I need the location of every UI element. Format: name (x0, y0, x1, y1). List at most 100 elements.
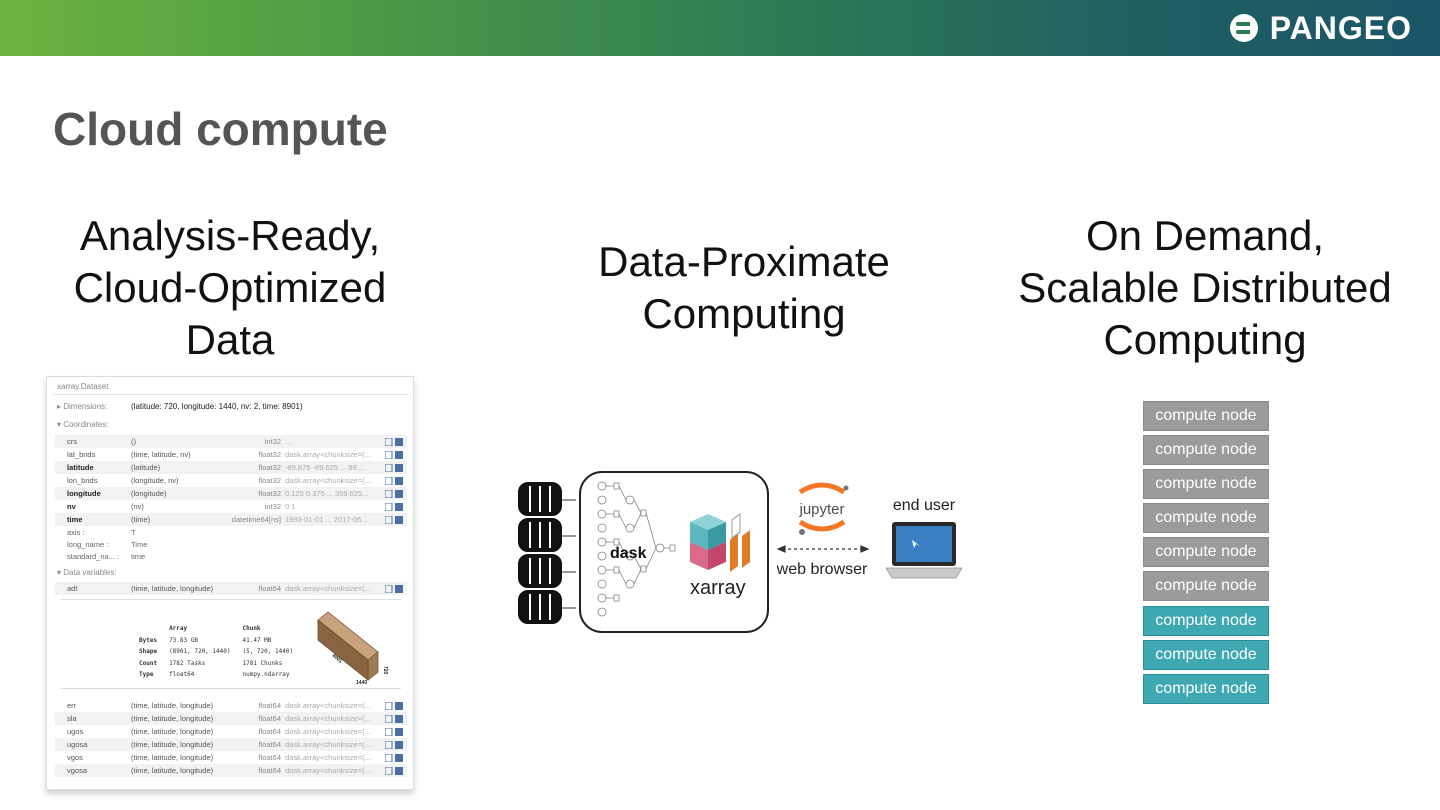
storage-icon (518, 518, 562, 552)
end-user-label: end user (893, 497, 956, 514)
variable-dtype: float64 (258, 714, 281, 723)
coordinate-preview: -89.875 -89.625 ... 89.... (285, 463, 366, 472)
attrs-data-icon[interactable] (385, 464, 403, 472)
dimensions-label[interactable]: ▸ Dimensions: (57, 402, 108, 411)
variable-name: vgos (67, 753, 83, 762)
column-title-line: Data (185, 316, 275, 363)
coordinate-dtype: float32 (258, 476, 281, 485)
variable-preview: dask.array<chunksize=(... (285, 701, 371, 710)
compute-node: compute node (1143, 435, 1269, 466)
storage-icon (518, 554, 562, 588)
dask-graph-icon (597, 481, 676, 617)
coordinates-label[interactable]: ▾ Coordinates: (57, 420, 109, 429)
attrs-data-icon[interactable] (385, 477, 403, 485)
variable-dtype: float64 (258, 753, 281, 762)
variable-name: ugosa (67, 740, 88, 749)
attrs-data-icon[interactable] (385, 451, 403, 459)
dimensions-value: (latitude: 720, longitude: 1440, nv: 2, … (131, 402, 303, 411)
svg-text:8901: 8901 (331, 653, 344, 665)
variable-row[interactable]: sla (time, latitude, longitude) float64 das… (55, 712, 407, 725)
data-variables-label[interactable]: ▾ Data variables: (57, 568, 117, 577)
variable-name: ugos (67, 727, 84, 736)
attrs-data-icon[interactable] (385, 490, 403, 498)
column-title-line: Analysis-Ready, (79, 212, 381, 259)
column-title-line: Scalable Distributed (1018, 264, 1392, 311)
coordinate-row[interactable]: latitude(latitude)float32-89.875 -89.625… (55, 461, 407, 474)
coordinate-name: nv (67, 502, 76, 511)
pangeo-logo-icon (1229, 14, 1258, 42)
column-title-computing: Data-Proximate Computing (544, 236, 944, 340)
variable-name: sla (67, 714, 77, 723)
column-title-line: Cloud-Optimized (73, 264, 387, 311)
attrs-data-icon[interactable] (385, 702, 403, 710)
column-title-line: Computing (642, 290, 846, 337)
coordinate-dtype: int32 (264, 502, 281, 511)
array-cube-icon: 720 1440 8901 (317, 611, 388, 685)
attrs-data-icon[interactable] (385, 585, 403, 593)
variable-name: err (67, 701, 77, 710)
attrs-data-icon[interactable] (385, 438, 403, 446)
xarray-icon (690, 513, 750, 572)
coordinate-preview: 0.125 0.375 ... 359.625... (285, 489, 369, 498)
storage-icons (518, 482, 562, 624)
dask-label: dask (610, 545, 647, 562)
coordinate-name: crs (67, 437, 77, 446)
column-title-data: Analysis-Ready, Cloud-Optimized Data (30, 210, 430, 366)
coordinate-dims: (latitude) (131, 463, 161, 472)
compute-node-stack: compute node compute node compute node comp… (1143, 401, 1271, 708)
variable-dims: (time, latitude, longitude) (131, 714, 214, 723)
attrs-data-icon[interactable] (385, 754, 403, 762)
coordinate-dtype: datetime64[ns] (231, 515, 281, 524)
variable-dims: (time, latitude, longitude) (131, 740, 214, 749)
svg-text:1440: 1440 (356, 680, 367, 685)
coordinate-name: longitude (67, 489, 101, 498)
variable-dims: (time, latitude, longitude) (131, 727, 214, 736)
coordinate-row[interactable]: crs()int32... (55, 435, 407, 448)
coordinate-preview: 1993-01-01 ... 2017-05... (285, 515, 368, 524)
attrs-data-icon[interactable] (385, 767, 403, 775)
variable-preview: dask.array<chunksize=(... (285, 714, 371, 723)
coordinate-preview: dask.array<chunksize=(... (285, 450, 371, 459)
attrs-data-icon[interactable] (385, 715, 403, 723)
variable-dtype: float64 (258, 727, 281, 736)
variable-row[interactable]: err (time, latitude, longitude) float64 das… (55, 699, 407, 712)
storage-icon (518, 590, 562, 624)
coordinate-dims: (time) (131, 515, 151, 524)
attr-row: long_name :Time (67, 540, 148, 549)
compute-node: compute node (1143, 673, 1269, 704)
coordinate-preview: ... (285, 437, 292, 446)
attrs-data-icon[interactable] (385, 728, 403, 736)
coordinate-preview: 0 1 (285, 502, 296, 511)
coordinate-dtype: int32 (264, 437, 281, 446)
variable-dtype: float64 (258, 701, 281, 710)
variable-row-adt[interactable]: adt (time, latitude, longitude) float64 … (55, 582, 407, 595)
browser-arrow (776, 545, 870, 553)
compute-node: compute node (1143, 401, 1269, 431)
variable-preview: dask.array<chunksize=(... (285, 753, 371, 762)
xarray-label: xarray (690, 577, 746, 599)
coordinate-row[interactable]: time(time)datetime64[ns]1993-01-01 ... 2… (55, 513, 407, 526)
variable-dims: (time, latitude, longitude) (131, 701, 214, 710)
jupyter-icon (798, 482, 849, 535)
compute-node: compute node (1143, 537, 1269, 568)
coordinate-name: lat_bnds (67, 450, 96, 459)
attrs-data-icon[interactable] (385, 516, 403, 524)
column-title-line: Computing (1103, 316, 1307, 363)
attr-row: standard_na... :time (67, 552, 146, 561)
attrs-data-icon[interactable] (385, 503, 403, 511)
storage-icon (518, 482, 562, 516)
jupyter-label: jupyter (798, 501, 844, 518)
column-title-line: On Demand, (1085, 212, 1325, 259)
coordinate-dims: (longitude) (131, 489, 167, 498)
attrs-data-icon[interactable] (385, 741, 403, 749)
